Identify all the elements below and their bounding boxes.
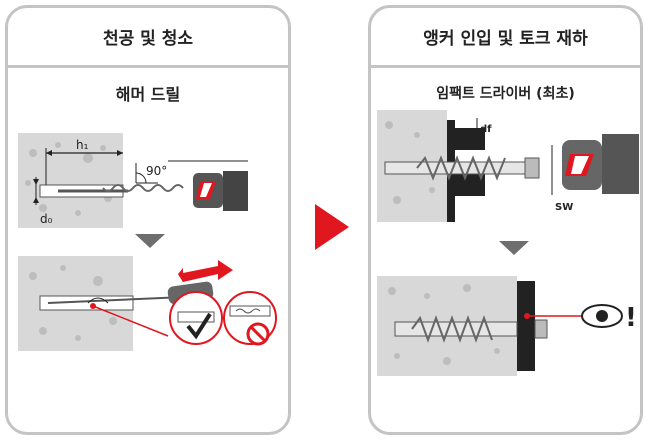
step-down-arrow <box>135 234 165 248</box>
next-step-arrow <box>315 204 349 250</box>
right-panel: 앵커 인입 및 토크 재하 임팩트 드라이버 (최초) df SW <box>368 5 643 435</box>
label-sw: SW <box>555 202 573 213</box>
label-d0: d₀ <box>40 212 53 226</box>
label-angle: 90° <box>146 164 167 178</box>
right-panel-subtitle: 임팩트 드라이버 (최초) <box>436 86 575 102</box>
drilling-illustration: h₁ d₀ 90° <box>18 133 248 228</box>
left-panel-divider <box>8 65 288 68</box>
anchor-insertion-illustration: df SW <box>377 110 639 222</box>
step-down-arrow-right <box>499 241 529 255</box>
left-panel-title: 천공 및 청소 <box>102 29 194 49</box>
label-exclaim: ! <box>625 303 637 333</box>
label-h1: h₁ <box>76 138 89 152</box>
right-panel-title: 앵커 인입 및 토크 재하 <box>423 29 588 49</box>
right-panel-divider <box>371 65 640 68</box>
label-df: df <box>480 124 492 135</box>
left-panel: 천공 및 청소 해머 드릴 h₁ d₀ 90° <box>5 5 291 435</box>
torque-check-illustration: ! <box>377 276 637 376</box>
cleaning-illustration <box>18 256 277 351</box>
left-panel-subtitle: 해머 드릴 <box>115 85 181 104</box>
